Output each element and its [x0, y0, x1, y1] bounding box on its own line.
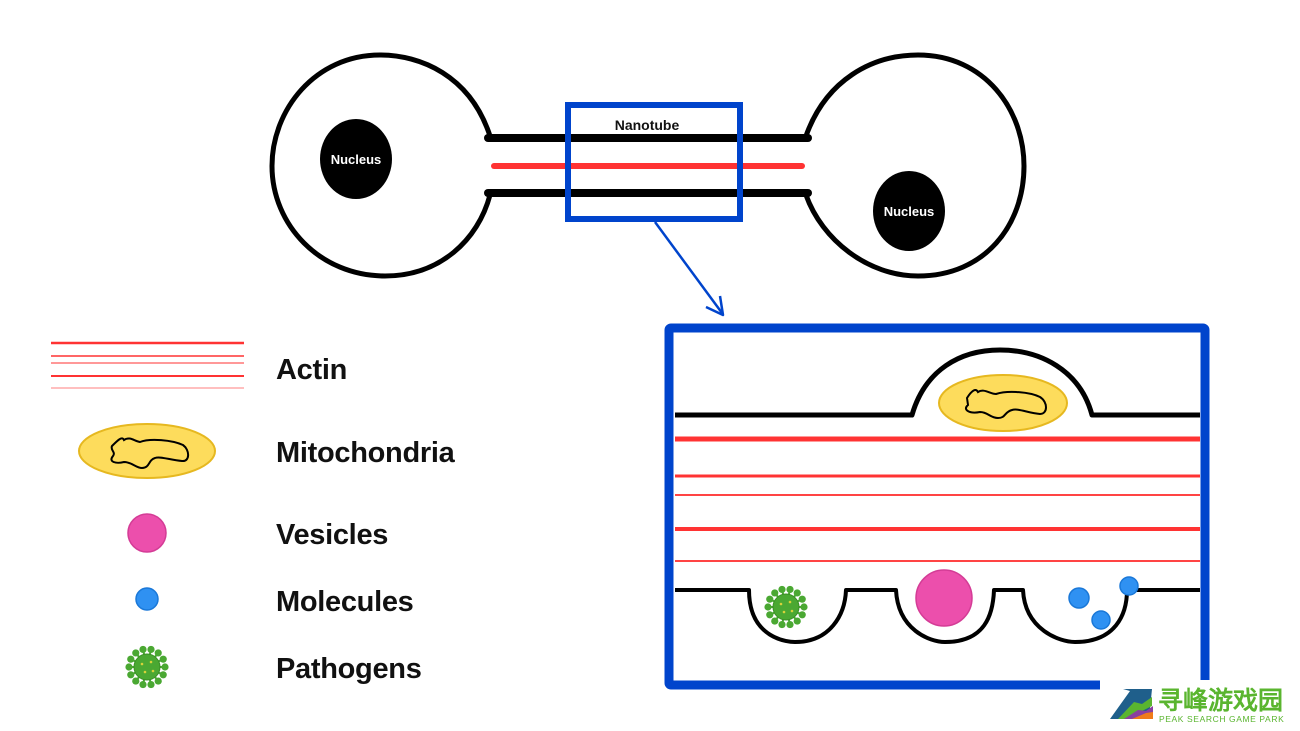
pathogen-body	[133, 653, 161, 681]
left-nucleus	[320, 119, 392, 199]
legend-label-molecules: Molecules	[276, 586, 414, 618]
pathogen-dot	[790, 609, 794, 613]
pathogen-dot	[782, 610, 786, 614]
pathogen-spike-tip	[786, 620, 794, 629]
legend-label-pathogens: Pathogens	[276, 653, 422, 685]
actin-lines-icon	[51, 341, 244, 389]
detail-molecules	[1068, 576, 1139, 630]
pathogen-dot	[143, 670, 147, 674]
detail-frame	[664, 323, 1210, 690]
pathogen-spike-tip	[159, 671, 167, 679]
pathogen-spike-tip	[771, 617, 779, 625]
pathogen-spike-tip	[132, 677, 140, 685]
pathogen-spike-tip	[127, 671, 135, 679]
pathogen-spike-tip	[766, 611, 774, 619]
pathogen-body	[772, 593, 800, 621]
legend-item-molecules: Molecules	[135, 586, 414, 618]
pathogen-spike-tip	[139, 680, 147, 689]
pathogen-spike-tip	[778, 585, 786, 594]
pathogen-spike-tip	[139, 645, 147, 654]
pathogen-spike-tip	[764, 603, 772, 611]
zoom-arrow-line	[653, 221, 724, 314]
legend-item-pathogens: Pathogens	[125, 645, 422, 689]
left-nucleus-label: Nucleus	[331, 152, 382, 167]
watermark-name-cn: 寻峰游戏园	[1158, 686, 1283, 715]
pathogen-icon	[125, 645, 169, 689]
pathogen-spike-tip	[771, 589, 779, 597]
right-nucleus	[873, 171, 945, 251]
detail-bottom-membrane	[675, 588, 1200, 644]
detail-vesicle	[915, 569, 973, 627]
legend-item-vesicles: Vesicles	[127, 513, 388, 553]
detail-molecule	[1068, 587, 1090, 609]
pathogen-spike-tip	[793, 589, 801, 597]
watermark: 寻峰游戏园 PEAK SEARCH GAME PARK	[1100, 680, 1300, 731]
legend: Actin Mitochondria Vesicles Molecules Pa…	[51, 341, 456, 689]
pathogen-spike-tip	[798, 611, 806, 619]
zoom-arrow-head	[705, 295, 725, 317]
watermark-name-en: PEAK SEARCH GAME PARK	[1159, 714, 1284, 724]
pathogen-spike-tip	[132, 649, 140, 657]
pathogen-spike-tip	[147, 680, 155, 689]
pathogen-spike-tip	[125, 663, 133, 671]
legend-item-mitochondria: Mitochondria	[78, 423, 456, 479]
pathogen-dot	[149, 660, 153, 664]
detail-molecule	[1091, 610, 1111, 630]
vesicle-icon	[127, 513, 167, 553]
nanotube-label: Nanotube	[615, 117, 680, 133]
pathogen-dot	[788, 600, 792, 604]
nanotube-detail	[664, 323, 1210, 690]
right-nucleus-label: Nucleus	[884, 204, 935, 219]
pathogen-spike-tip	[159, 655, 167, 663]
cell-membrane-outline	[269, 52, 1027, 279]
pathogen-spike-tip	[127, 655, 135, 663]
pathogen-dot	[779, 602, 783, 606]
legend-label-mitochondria: Mitochondria	[276, 437, 456, 469]
detail-molecule	[1119, 576, 1139, 596]
pathogen-spike-tip	[154, 649, 162, 657]
legend-label-vesicles: Vesicles	[276, 519, 388, 551]
molecule-icon	[135, 587, 159, 611]
mitochondria-icon	[78, 423, 216, 479]
pathogen-spike-tip	[147, 645, 155, 654]
pathogen-dot	[140, 662, 144, 666]
legend-label-actin: Actin	[276, 354, 347, 386]
pathogen-spike-tip	[798, 595, 806, 603]
detail-pathogen	[764, 585, 808, 629]
pathogen-spike-tip	[161, 663, 169, 671]
pathogen-spike-tip	[766, 595, 774, 603]
pathogen-spike-tip	[154, 677, 162, 685]
pathogen-dot	[151, 669, 155, 673]
pathogen-spike-tip	[800, 603, 808, 611]
detail-top-membrane	[675, 347, 1200, 418]
legend-item-actin: Actin	[51, 341, 347, 389]
pathogen-spike-tip	[786, 585, 794, 594]
zoom-region-frame	[565, 102, 743, 222]
watermark-logo-icon	[1110, 689, 1153, 719]
pathogen-spike-tip	[778, 620, 786, 629]
detail-actin-filaments	[675, 436, 1200, 562]
detail-mitochondrion	[938, 374, 1068, 432]
cell-overview: Nucleus Nucleus Nanotube	[269, 52, 1027, 317]
pathogen-spike-tip	[793, 617, 801, 625]
